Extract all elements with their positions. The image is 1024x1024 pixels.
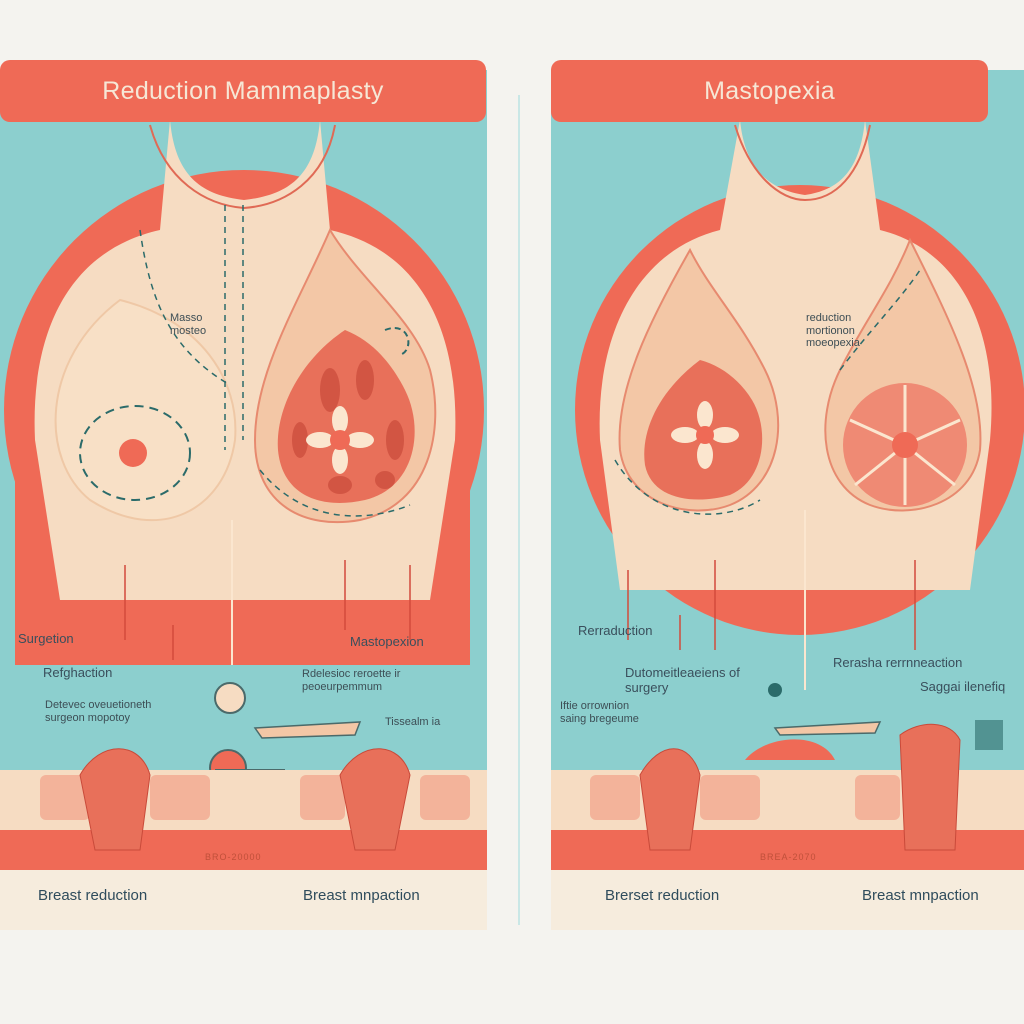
label-deteves: Detevec oveuetioneth surgeon mopotoy <box>45 699 152 724</box>
caption-right-mnpaction: Breast mnpaction <box>862 887 979 904</box>
title-reduction-mammaplasty: Reduction Mammaplasty <box>0 60 486 122</box>
label-surgation: Surgetion <box>18 631 74 646</box>
title-mastopexia: Mastopexia <box>551 60 988 122</box>
label-code-left: BRO-20000 <box>205 852 262 862</box>
label-dutom: Dutomeitleaeiens of surgery <box>625 665 740 695</box>
label-right-reduction: reduction mortionon moeopexia <box>806 312 860 350</box>
left-areola <box>119 439 147 467</box>
label-reduction-procedure: Rdelesioc reroette ir peoeurpemmum <box>302 668 401 693</box>
caption-brerset-reduction: Brerset reduction <box>605 887 720 904</box>
label-tissue: Tissealm ia <box>385 716 441 728</box>
label-massa: Masso mosteo <box>170 312 207 337</box>
label-mastopexion: Mastopexion <box>350 634 424 649</box>
caption-breast-reduction: Breast reduction <box>38 887 148 904</box>
panel-divider <box>518 95 520 925</box>
label-seggai: Saggai ilenefiq <box>920 679 1006 694</box>
label-rerarsha: Rerasha rerrnneaction <box>833 655 963 670</box>
label-code-right: BREA-2070 <box>760 852 817 862</box>
label-ifte: Iftie orrownion saing bregeume <box>560 700 639 725</box>
label-rerraduction: Rerraduction <box>578 623 653 638</box>
label-refgaction: Refghaction <box>43 665 113 680</box>
caption-breast-mnpaction: Breast mnpaction <box>303 887 420 904</box>
